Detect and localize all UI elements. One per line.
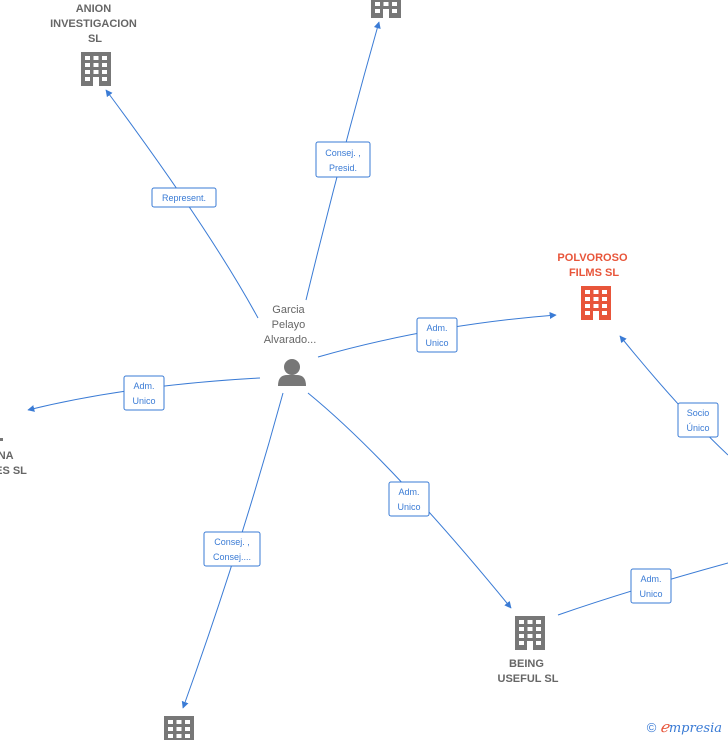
building-icon-left-fragment: [0, 438, 3, 441]
building-icon-polvoroso[interactable]: [581, 286, 611, 320]
relation-socio-unico[interactable]: Socio Único: [677, 402, 719, 438]
svg-text:Adm.: Adm.: [398, 487, 419, 497]
edge-represent: [105, 89, 259, 319]
svg-text:Consej. ,: Consej. ,: [214, 537, 250, 547]
svg-text:Socio: Socio: [687, 408, 710, 418]
left-company-label: NA ES SL: [0, 450, 27, 477]
svg-text:Unico: Unico: [639, 589, 662, 599]
svg-text:Único: Único: [686, 423, 709, 433]
edge-socio-unico: [619, 335, 728, 456]
svg-text:Adm.: Adm.: [133, 381, 154, 391]
brand-watermark: © ℯmpresia: [647, 718, 722, 736]
svg-text:Unico: Unico: [397, 502, 420, 512]
svg-text:Adm.: Adm.: [426, 323, 447, 333]
relation-represent[interactable]: Represent.: [151, 187, 217, 208]
anion-label: ANION INVESTIGACION SL: [50, 3, 140, 45]
svg-text:Consej. ,: Consej. ,: [325, 148, 361, 158]
polvoroso-label: POLVOROSO FILMS SL: [557, 252, 630, 279]
building-icon-top[interactable]: [371, 0, 401, 18]
svg-text:Represent.: Represent.: [162, 193, 206, 203]
relation-consej-consej[interactable]: Consej. , Consej....: [203, 531, 261, 567]
svg-text:Unico: Unico: [425, 338, 448, 348]
building-icon-being-useful[interactable]: [515, 616, 545, 650]
svg-text:Consej....: Consej....: [213, 552, 251, 562]
svg-text:Adm.: Adm.: [640, 574, 661, 584]
brand-name: mpresia: [668, 721, 722, 736]
svg-text:Unico: Unico: [132, 396, 155, 406]
person-label: Garcia Pelayo Alvarado...: [264, 304, 317, 346]
svg-text:Presid.: Presid.: [329, 163, 357, 173]
building-icon-anion[interactable]: [81, 52, 111, 86]
copyright-symbol: ©: [646, 720, 657, 735]
edge-adm-being: [307, 392, 512, 609]
building-icon-bottom[interactable]: [164, 716, 194, 740]
being-useful-label: BEING USEFUL SL: [498, 658, 559, 685]
relation-adm-right[interactable]: Adm. Unico: [630, 568, 672, 604]
relation-adm-polvoroso[interactable]: Adm. Unico: [416, 317, 458, 353]
relation-adm-left[interactable]: Adm. Unico: [123, 375, 165, 411]
relation-consej-presid[interactable]: Consej. , Presid.: [315, 141, 371, 178]
person-icon[interactable]: [278, 359, 306, 386]
relation-adm-being[interactable]: Adm. Unico: [388, 481, 430, 517]
brand-logo-letter: ℯ: [659, 718, 669, 736]
